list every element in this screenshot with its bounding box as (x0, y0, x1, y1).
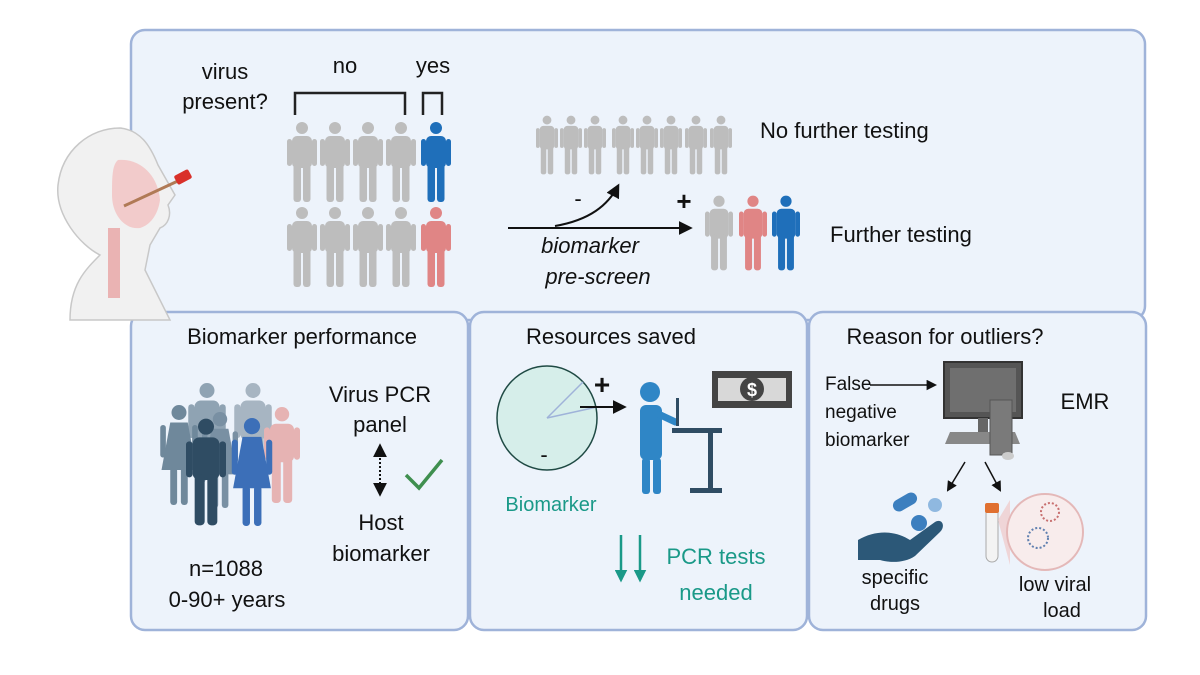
question-line1: virus (202, 59, 248, 84)
check-icon (404, 458, 444, 491)
resources-title: Resources saved (526, 324, 696, 349)
result-line1: PCR tests (666, 544, 765, 569)
reason1-line2: drugs (870, 593, 920, 615)
minus-sign: - (574, 186, 581, 211)
reference-line1: Virus PCR (329, 382, 431, 407)
outliers-title: Reason for outliers? (847, 324, 1044, 349)
question-line2: present? (182, 89, 268, 114)
money-bill-icon: $ (712, 371, 792, 408)
outcome-negative: No further testing (760, 118, 929, 143)
test-line1: Host (358, 510, 403, 535)
cause-line3: biomarker (825, 430, 910, 451)
to-viral-load-arrow (984, 461, 1001, 492)
test-line2: biomarker (332, 541, 430, 566)
result-line2: needed (679, 580, 752, 605)
money-symbol: $ (747, 380, 757, 400)
label-yes: yes (416, 53, 450, 78)
pie-label: Biomarker (505, 494, 596, 516)
reference-line2: panel (353, 412, 407, 437)
bracket-yes (421, 91, 444, 115)
reason2-line1: low viral (1019, 574, 1091, 596)
biomarker-pie-icon (496, 365, 598, 471)
performance-title: Biomarker performance (187, 324, 417, 349)
performance-panel (129, 310, 470, 632)
cause-line2: negative (825, 402, 897, 423)
reason2-line2: load (1043, 600, 1081, 622)
pie-minus: - (540, 442, 547, 467)
bracket-no (293, 91, 407, 115)
method-line1: biomarker (541, 233, 640, 258)
nasal-swab-head-illustration (57, 127, 192, 321)
outcome-positive: Further testing (830, 222, 972, 247)
system-label: EMR (1061, 389, 1110, 414)
sample-size: n=1088 (189, 556, 263, 581)
cause-line1: False (825, 374, 871, 395)
outliers-panel (807, 310, 1148, 632)
virus-magnified-icon (998, 493, 1084, 571)
reason1-line1: specific (862, 567, 929, 589)
to-drugs-arrow (946, 461, 966, 492)
hand-with-pills-icon (858, 492, 943, 562)
method-line2: pre-screen (544, 264, 650, 289)
label-no: no (333, 53, 357, 78)
pie-plus: + (594, 369, 610, 400)
age-range: 0-90+ years (169, 587, 286, 612)
computer-icon (943, 361, 1023, 460)
sample-tube-icon (985, 503, 999, 563)
resources-panel (468, 310, 809, 632)
negative-curved-arrow (554, 183, 620, 227)
lab-scientist-icon (640, 382, 722, 494)
plus-sign: + (676, 186, 691, 216)
